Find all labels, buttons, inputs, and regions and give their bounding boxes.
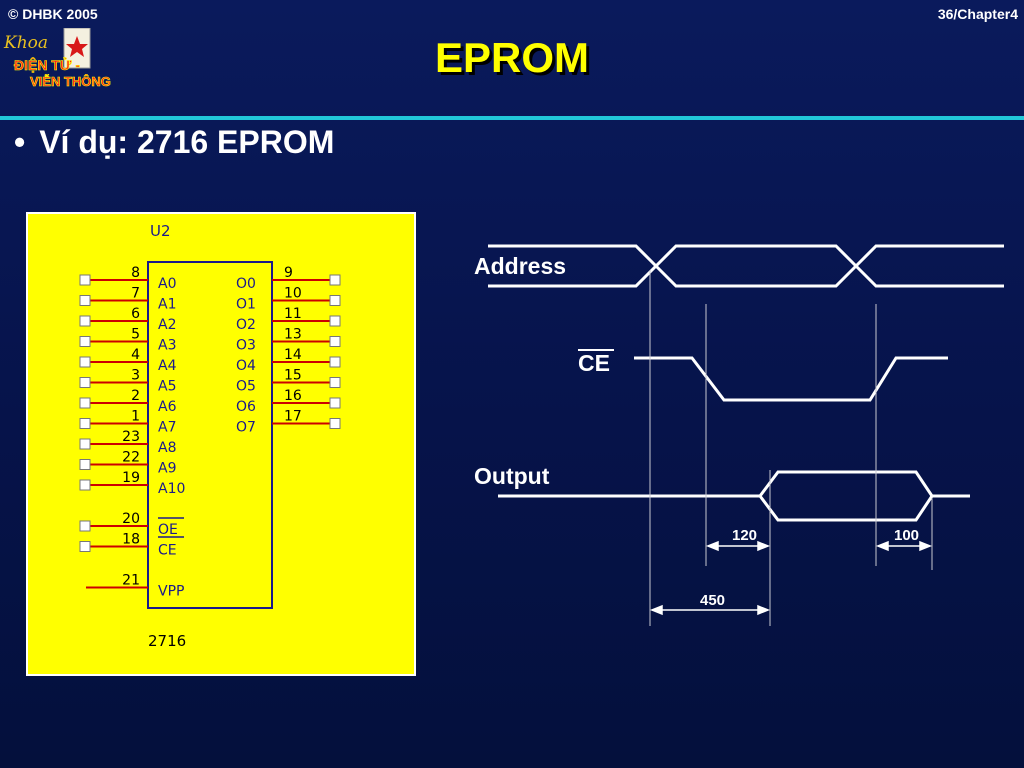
faculty-logo: Khoa ĐIỆN TỬ - VIỄN THÔNG — [3, 28, 111, 89]
left-pin-number: 18 — [122, 532, 140, 548]
left-pin-pad — [79, 377, 91, 388]
left-pin-number: 19 — [122, 470, 140, 486]
right-pin-number: 16 — [284, 388, 302, 404]
timing-diagram — [488, 244, 1004, 626]
left-pin-number: 2 — [131, 388, 140, 404]
left-pin-number: 7 — [131, 286, 140, 302]
title-divider — [0, 116, 1024, 120]
output-label: Output — [474, 463, 550, 489]
left-pin-pad — [79, 336, 91, 347]
slide-title: EPROM — [434, 34, 589, 81]
right-pin-number: 14 — [284, 347, 302, 363]
chip-ref-label: U2 — [150, 222, 171, 240]
right-pin-name: O6 — [236, 399, 256, 415]
right-pin-name: O2 — [236, 317, 256, 333]
timing-120-label: 120 — [732, 527, 758, 544]
address-waveform — [488, 244, 1004, 288]
left-pin-name: CE — [158, 543, 177, 559]
logo-line2: VIỄN THÔNG — [30, 74, 111, 89]
left-pin-number: 8 — [131, 265, 140, 281]
right-pin-number: 15 — [284, 368, 302, 384]
right-pin-name: O3 — [236, 338, 256, 354]
right-pin-number: 17 — [284, 409, 302, 425]
left-pin-name: A2 — [158, 317, 176, 333]
left-pin-number: 4 — [131, 347, 140, 363]
left-pin-pad — [79, 438, 91, 450]
timing-450-label: 450 — [700, 592, 726, 609]
right-pin-number: 11 — [284, 306, 302, 322]
right-pin-number: 10 — [284, 286, 302, 302]
timing-100-label: 100 — [894, 527, 920, 544]
left-pin-pad — [79, 274, 91, 286]
left-pin-name: VPP — [158, 584, 184, 600]
left-pin-pad — [79, 418, 91, 429]
left-pin-name: A9 — [158, 461, 176, 477]
left-pin-number: 5 — [131, 327, 140, 343]
left-pin-number: 20 — [122, 511, 140, 527]
left-pin-number: 23 — [122, 429, 140, 445]
right-pin-pad — [329, 418, 341, 429]
left-pin-name: OE — [158, 522, 178, 538]
left-pin-number: 1 — [131, 409, 140, 425]
ce-waveform — [634, 356, 948, 402]
left-pin-pad — [79, 315, 91, 327]
right-pin-pad — [329, 274, 341, 286]
right-pin-pad — [329, 295, 341, 306]
left-pin-number: 21 — [122, 573, 140, 589]
left-pin-name: A7 — [158, 420, 176, 436]
left-pin-pad — [79, 295, 91, 306]
copyright-text: © DHBK 2005 — [8, 6, 98, 22]
bullet-text: Ví dụ: 2716 EPROM — [39, 124, 335, 160]
left-pin-pad — [79, 356, 91, 368]
left-pin-pad — [79, 541, 91, 552]
left-pin-pad — [79, 520, 91, 532]
address-label: Address — [474, 253, 567, 279]
ce-overbar — [578, 349, 614, 351]
left-pin-name: A0 — [158, 276, 176, 292]
left-pin-number: 3 — [131, 368, 140, 384]
right-pin-name: O5 — [236, 379, 256, 395]
timing-reference-lines — [649, 270, 933, 626]
chip-body — [147, 261, 273, 609]
right-pin-pad — [329, 377, 341, 388]
left-pin-number: 22 — [122, 450, 140, 466]
left-pin-name: A1 — [158, 297, 176, 313]
left-pin-name: A5 — [158, 379, 176, 395]
bullet-symbol: • — [14, 124, 26, 160]
right-pin-pad — [329, 397, 341, 409]
bullet-item: • Ví dụ: 2716 EPROM — [14, 124, 334, 161]
right-pin-pad — [329, 315, 341, 327]
right-pin-number: 13 — [284, 327, 302, 343]
right-pin-name: O1 — [236, 297, 256, 313]
right-pin-name: O7 — [236, 420, 256, 436]
left-pin-name: A8 — [158, 440, 176, 456]
left-pin-number: 6 — [131, 306, 140, 322]
left-pin-pad — [79, 397, 91, 409]
chip-part-label: 2716 — [148, 632, 186, 650]
right-pin-pad — [329, 356, 341, 368]
left-pin-pad — [79, 459, 91, 470]
left-pin-name: A3 — [158, 338, 176, 354]
left-pin-pad — [79, 479, 91, 491]
left-pin-name: A6 — [158, 399, 177, 415]
right-pin-name: O4 — [236, 358, 256, 374]
slide-number: 36/Chapter4 — [937, 6, 1018, 22]
right-pin-number: 9 — [284, 265, 293, 281]
right-pin-name: O0 — [236, 276, 256, 292]
timing-dimension-arrows — [649, 540, 933, 616]
logo-line1: ĐIỆN TỬ - — [14, 56, 80, 73]
output-waveform — [498, 470, 970, 522]
left-pin-name: A4 — [158, 358, 177, 374]
ce-label: CE — [578, 350, 610, 376]
left-pin-name: A10 — [158, 481, 185, 497]
right-pin-pad — [329, 336, 341, 347]
logo-script-text: Khoa — [3, 33, 48, 53]
